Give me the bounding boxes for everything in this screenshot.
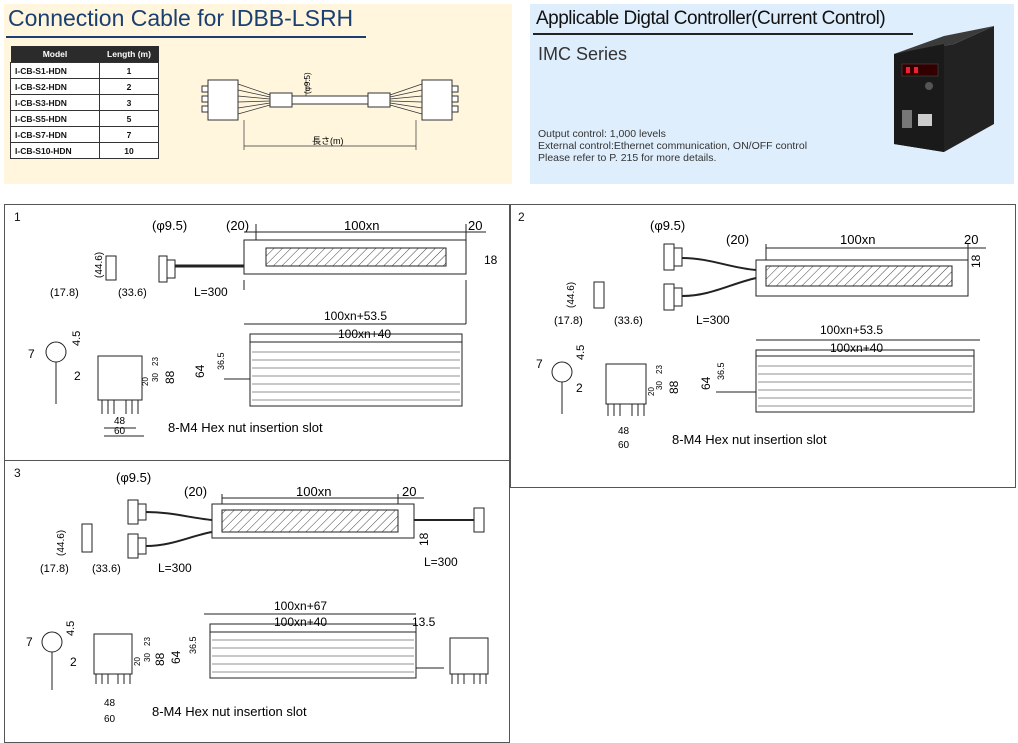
dim-20-right: 20 [402,484,416,499]
dim-100xn: 100xn [840,232,875,247]
length-header: Length (m) [99,46,159,63]
dim-17-8: (17.8) [40,563,69,575]
dim-phi: (φ9.5) [116,470,151,485]
dim-l300: L=300 [696,313,730,327]
dim-100xn: 100xn [296,484,331,499]
dim-36-5: 36.5 [216,352,226,370]
cable-drawing: (φ9.5) 長さ(m) [201,72,459,150]
drawing-2-frame [510,204,1016,488]
hex-slot-label: 8-M4 Hex nut insertion slot [152,704,307,719]
drawing-3-frame [4,460,510,743]
dim-23: 23 [151,357,160,366]
dim-60: 60 [618,440,630,451]
dim-20-right: 20 [468,218,482,233]
dim-4-5: 4.5 [65,621,77,636]
cable-length-label: 長さ(m) [312,136,344,146]
dim-phi: (φ9.5) [152,218,187,233]
drawing-1-number: 1 [14,210,21,224]
hex-slot-label: 8-M4 Hex nut insertion slot [672,432,827,447]
dim-100xn: 100xn [344,218,379,233]
dim-30: 30 [151,373,160,382]
dim-33-6: (33.6) [118,287,147,299]
dim-53-5: 100xn+53.5 [324,309,387,323]
drawing-1: (φ9.5) (20) 100xn 20 18 (44.6) (17.8) (3… [28,218,498,437]
dim-20-left: (20) [726,232,749,247]
dim-20-right: 20 [964,232,978,247]
dim-48: 48 [104,698,116,709]
dim-20: 20 [141,377,150,386]
dim-l300-left: L=300 [158,561,192,575]
dim-48: 48 [618,426,630,437]
dim-20: 20 [647,387,656,396]
dim-60: 60 [104,714,116,725]
dim-13-5: 13.5 [412,615,436,629]
dim-88: 88 [163,370,177,384]
dim-phi: (φ9.5) [650,218,685,233]
cable-diameter-label: (φ9.5) [303,72,312,94]
dim-33-6: (33.6) [614,315,643,327]
dim-2: 2 [74,369,81,383]
controller-device-icon [894,26,994,152]
dim-88: 88 [153,652,167,666]
dim-33-6: (33.6) [92,563,121,575]
dim-67: 100xn+67 [274,599,327,613]
dim-64: 64 [193,364,207,378]
controller-title: Applicable Digtal Controller(Current Con… [536,8,886,29]
cable-title: Connection Cable for IDBB-LSRH [8,5,354,31]
drawing-1-frame [4,204,510,462]
dim-2: 2 [70,655,77,669]
dim-44-6: (44.6) [94,252,105,278]
dim-40: 100xn+40 [274,615,327,629]
dim-18: 18 [969,254,983,268]
dim-7: 7 [536,357,543,371]
dim-88: 88 [667,380,681,394]
series-name: IMC Series [538,44,628,64]
dim-36-5: 36.5 [188,636,198,654]
dim-30: 30 [655,381,664,390]
dim-40: 100xn+40 [338,327,391,341]
title-underline [533,33,913,35]
dim-18: 18 [417,532,431,546]
dim-64: 64 [169,650,183,664]
drawing-3: (φ9.5) (20) 100xn 20 18 (44.6) (17.8) (3… [26,470,489,725]
dim-l300: L=300 [194,285,228,299]
drawing-2-number: 2 [518,210,525,224]
dim-40: 100xn+40 [830,341,883,355]
dim-2: 2 [576,381,583,395]
dim-23: 23 [655,365,664,374]
dim-4-5: 4.5 [575,345,587,360]
title-underline [6,36,366,38]
dim-7: 7 [26,635,33,649]
dim-36-5: 36.5 [716,362,726,380]
dim-48: 48 [114,416,126,427]
dim-20-left: (20) [184,484,207,499]
dim-17-8: (17.8) [50,287,79,299]
dim-23: 23 [143,637,152,646]
dim-53-5: 100xn+53.5 [820,323,883,337]
dim-60: 60 [114,426,126,437]
dim-20-left: (20) [226,218,249,233]
dim-l300-right: L=300 [424,555,458,569]
drawing-2: (φ9.5) (20) 100xn 20 18 (44.6) (17.8) (3… [536,218,986,451]
drawing-3-number: 3 [14,466,21,480]
dim-44-6: (44.6) [56,530,67,556]
dim-64: 64 [699,376,713,390]
dim-44-6: (44.6) [566,282,577,308]
dim-17-8: (17.8) [554,315,583,327]
spec-text: Output control: 1,000 levels External co… [538,128,808,164]
dim-30: 30 [143,653,152,662]
dim-7: 7 [28,347,35,361]
model-header: Model [10,46,100,63]
dim-18: 18 [484,253,498,267]
dim-4-5: 4.5 [71,331,83,346]
dim-20: 20 [133,657,142,666]
hex-slot-label: 8-M4 Hex nut insertion slot [168,420,323,435]
